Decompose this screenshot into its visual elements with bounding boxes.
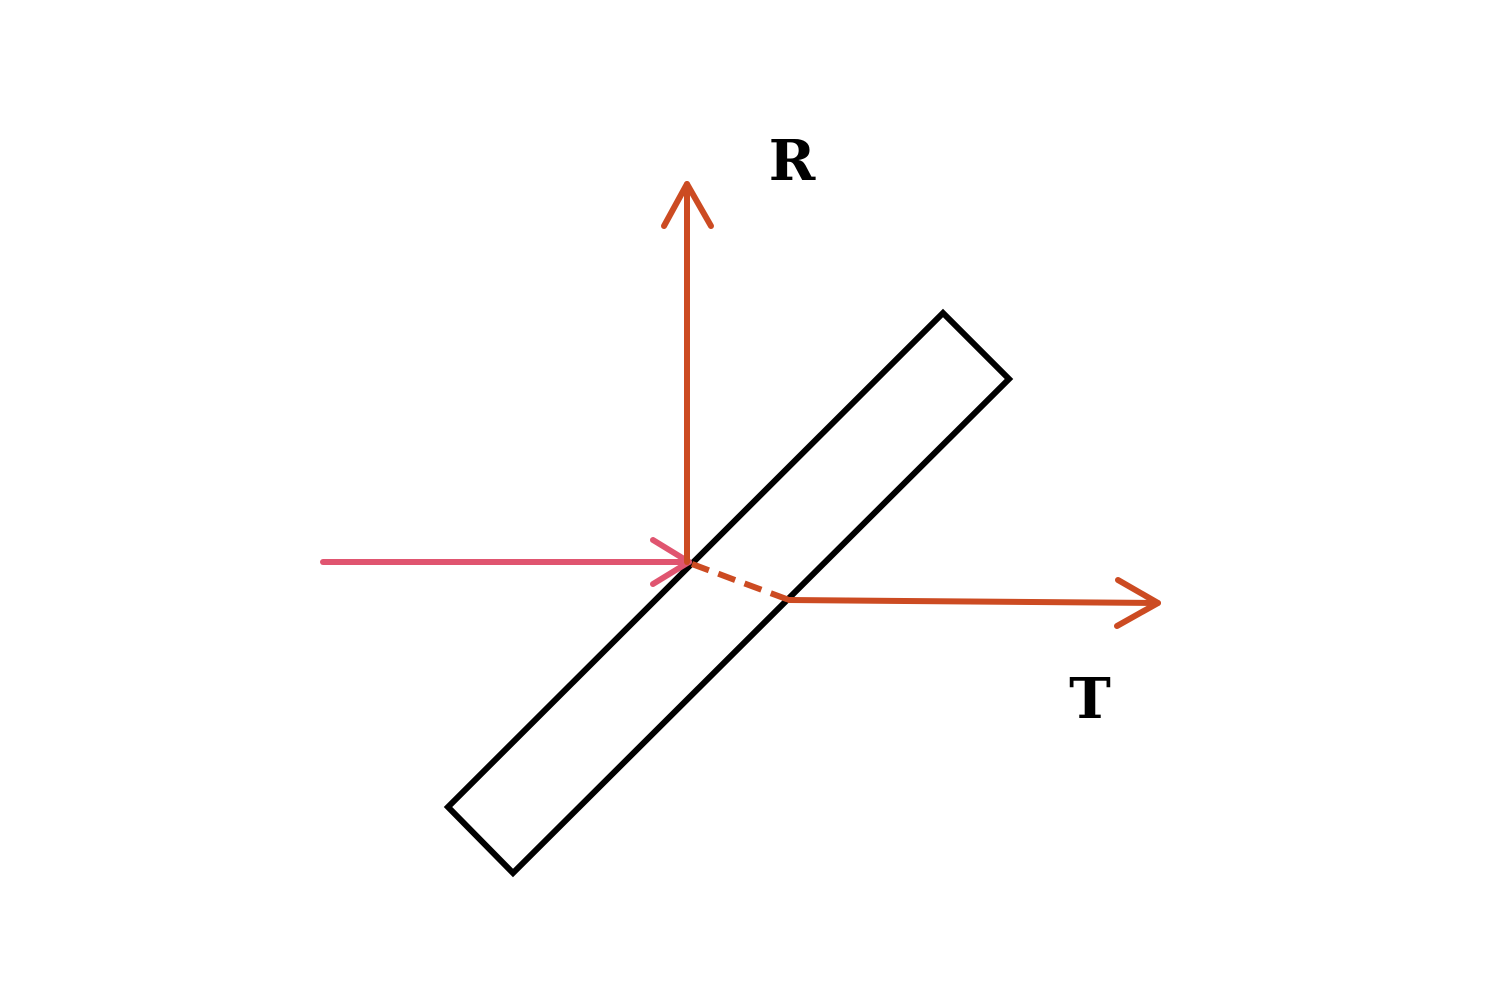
transmitted-arrowhead-icon bbox=[1114, 577, 1161, 629]
transmitted-beam bbox=[786, 577, 1161, 629]
transmitted-label: T bbox=[1069, 666, 1111, 732]
reflected-label: R bbox=[769, 128, 816, 194]
reflected-beam bbox=[661, 181, 714, 565]
reflected-arrowhead-icon bbox=[661, 181, 714, 229]
incident-beam bbox=[320, 537, 692, 587]
transmitted-beam-line bbox=[786, 597, 1161, 606]
internal-beam-path bbox=[690, 561, 791, 603]
beam-splitter-plate bbox=[443, 308, 1014, 878]
